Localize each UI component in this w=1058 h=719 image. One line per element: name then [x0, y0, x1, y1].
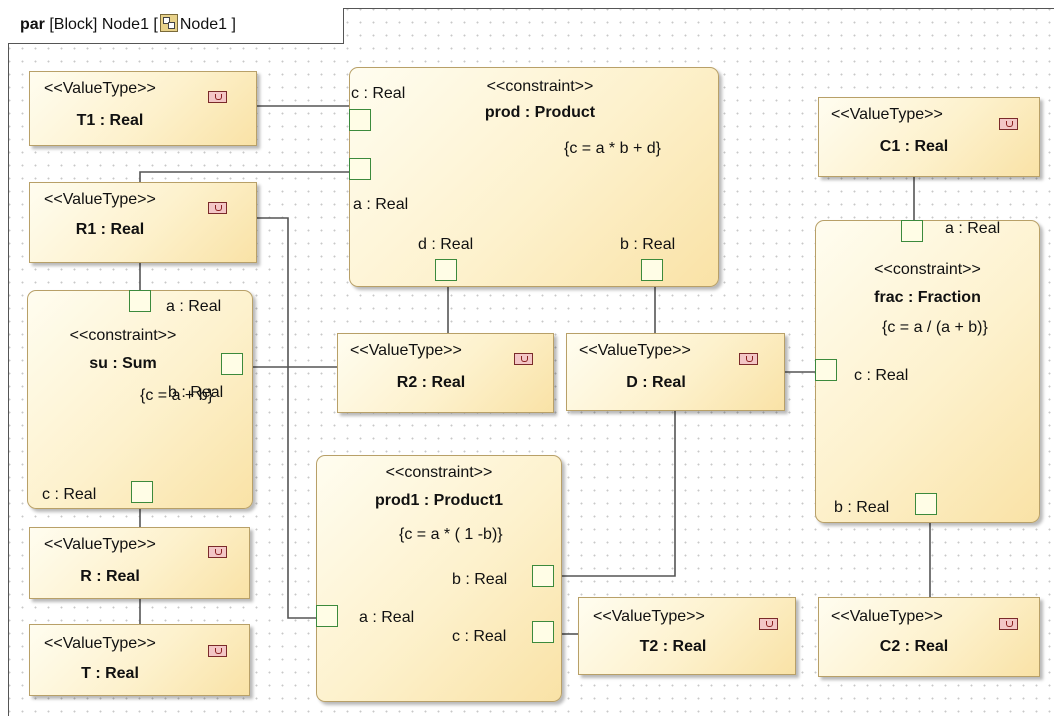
port-su-c[interactable]: [131, 481, 153, 503]
block-icon: [159, 14, 178, 32]
constraint-prod1[interactable]: <<constraint>> prod1 : Product1 {c = a *…: [316, 455, 562, 702]
port-frac-b[interactable]: [915, 493, 937, 515]
valuetype-r2[interactable]: <<ValueType>> R2 : Real: [337, 333, 554, 413]
property-name: T : Real: [81, 665, 139, 682]
constraint-formula: {c = a * ( 1 -b)}: [399, 526, 503, 543]
port-su-b[interactable]: [221, 353, 243, 375]
port-prod-b[interactable]: [641, 259, 663, 281]
port-label-prod1-a: a : Real: [359, 609, 415, 626]
stereotype-label: <<ValueType>>: [579, 342, 691, 359]
valuetype-t[interactable]: <<ValueType>> T : Real: [29, 624, 250, 696]
constraint-stereotype: <<constraint>>: [486, 78, 594, 95]
port-frac-c[interactable]: [815, 359, 837, 381]
constraint-formula: {c = a + b}: [140, 387, 213, 404]
port-label-frac-b: b : Real: [834, 499, 890, 516]
value-type-icon: [208, 91, 227, 103]
port-su-a[interactable]: [129, 290, 151, 312]
diagram-frame: [8, 8, 1054, 716]
value-type-icon: [999, 618, 1018, 630]
port-prod1-a[interactable]: [316, 605, 338, 627]
port-label-su-b: b : Real: [168, 384, 224, 401]
connector-r1-prod-a[interactable]: [139, 171, 349, 182]
value-type-icon: [208, 546, 227, 558]
valuetype-t1[interactable]: <<ValueType>> T1 : Real: [29, 71, 257, 146]
valuetype-r1[interactable]: <<ValueType>> R1 : Real: [29, 182, 257, 263]
valuetype-r[interactable]: <<ValueType>> R : Real: [29, 527, 250, 599]
constraint-formula: {c = a * b + d}: [564, 140, 661, 157]
valuetype-c2[interactable]: <<ValueType>> C2 : Real: [818, 597, 1040, 677]
constraint-name: prod1 : Product1: [374, 492, 503, 509]
constraint-su[interactable]: <<constraint>> su : Sum {c = a + b}: [27, 290, 253, 509]
constraint-stereotype: <<constraint>>: [385, 464, 493, 481]
constraint-formula: {c = a / (a + b)}: [882, 319, 988, 336]
constraint-name: frac : Fraction: [874, 289, 981, 306]
port-prod-d[interactable]: [435, 259, 457, 281]
constraint-stereotype: <<constraint>>: [874, 261, 981, 278]
port-prod-a[interactable]: [349, 158, 371, 180]
property-name: R2 : Real: [396, 374, 466, 391]
property-name: D : Real: [626, 374, 686, 391]
port-label-su-a: a : Real: [166, 298, 222, 315]
stereotype-label: <<ValueType>>: [44, 191, 156, 208]
connector-d-prod1-b[interactable]: [544, 411, 676, 577]
stereotype-label: <<ValueType>>: [831, 608, 943, 625]
constraint-frac[interactable]: <<constraint>> frac : Fraction {c = a / …: [815, 220, 1040, 523]
stereotype-label: <<ValueType>>: [44, 635, 156, 652]
constraint-name: prod : Product: [484, 104, 596, 121]
port-label-frac-c: c : Real: [854, 367, 909, 384]
port-label-su-c: c : Real: [42, 486, 97, 503]
port-prod1-c[interactable]: [532, 621, 554, 643]
port-prod-c[interactable]: [349, 109, 371, 131]
frame-label: [Block] Node1 [: [49, 16, 158, 33]
port-label-prod1-b: b : Real: [452, 571, 508, 588]
valuetype-c1[interactable]: <<ValueType>> C1 : Real: [818, 97, 1040, 177]
value-type-icon: [208, 202, 227, 214]
stereotype-label: <<ValueType>>: [44, 536, 156, 553]
port-label-prod-b: b : Real: [620, 236, 676, 253]
value-type-icon: [514, 353, 533, 365]
property-name: R1 : Real: [75, 221, 145, 238]
property-name: T2 : Real: [639, 638, 707, 655]
stereotype-label: <<ValueType>>: [350, 342, 462, 359]
value-type-icon: [759, 618, 778, 630]
frame-label-suffix: Node1 ]: [179, 16, 236, 33]
valuetype-d[interactable]: <<ValueType>> D : Real: [566, 333, 785, 411]
frame-keyword: par: [20, 16, 45, 33]
port-label-prod-c: c : Real: [351, 85, 406, 102]
stereotype-label: <<ValueType>>: [44, 80, 156, 97]
port-frac-a[interactable]: [901, 220, 923, 242]
valuetype-t2[interactable]: <<ValueType>> T2 : Real: [578, 597, 796, 675]
port-label-prod-a: a : Real: [353, 196, 409, 213]
diagram-frame-header: par [Block] Node1 [ Node1 ]: [8, 8, 344, 44]
port-label-frac-a: a : Real: [945, 220, 1001, 237]
value-type-icon: [208, 645, 227, 657]
property-name: C2 : Real: [879, 638, 949, 655]
port-label-prod-d: d : Real: [418, 236, 474, 253]
property-name: C1 : Real: [879, 138, 949, 155]
constraint-name: su : Sum: [89, 355, 157, 372]
value-type-icon: [739, 353, 758, 365]
constraint-prod[interactable]: <<constraint>> prod : Product {c = a * b…: [349, 67, 719, 287]
property-name: R : Real: [80, 568, 140, 585]
connector-r1-prod1-a[interactable]: [257, 217, 318, 619]
port-label-prod1-c: c : Real: [452, 628, 507, 645]
port-prod1-b[interactable]: [532, 565, 554, 587]
property-name: T1 : Real: [76, 112, 144, 129]
constraint-stereotype: <<constraint>>: [69, 327, 177, 344]
value-type-icon: [999, 118, 1018, 130]
stereotype-label: <<ValueType>>: [831, 106, 943, 123]
stereotype-label: <<ValueType>>: [593, 608, 705, 625]
